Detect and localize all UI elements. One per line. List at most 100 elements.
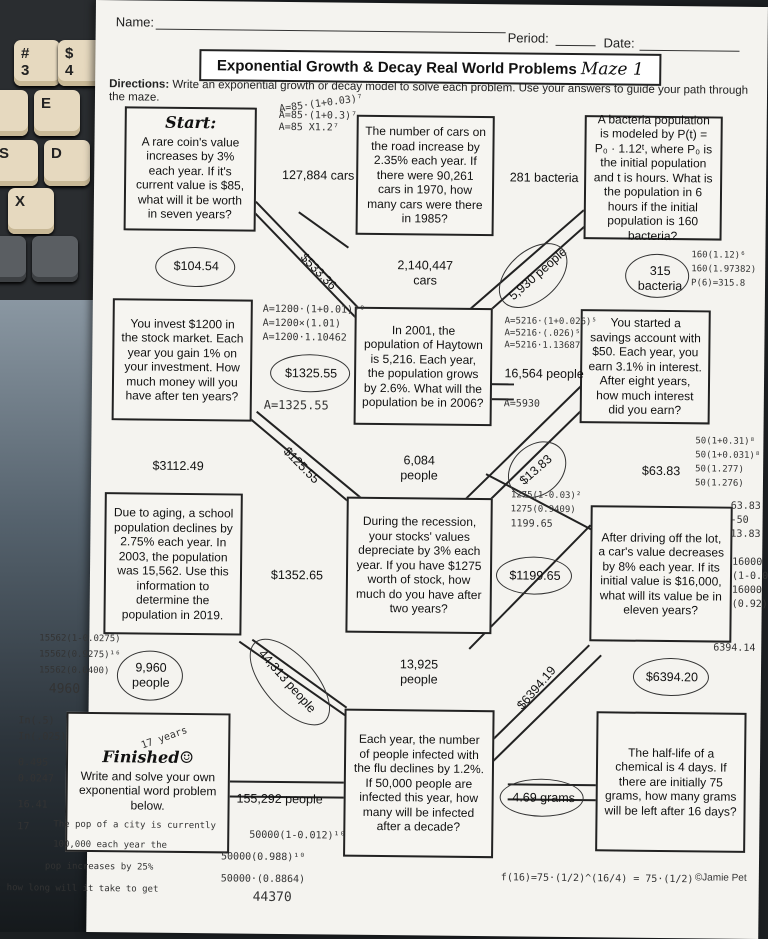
stock-market-problem: You invest $1200 in the stock market. Ea… bbox=[121, 315, 244, 404]
handwritten-note: 17 bbox=[17, 821, 30, 833]
handwritten-note: P(6)=315.8 bbox=[691, 278, 746, 289]
handwritten-note: 15562(0.9275)¹⁶ bbox=[39, 649, 121, 661]
stock-market-box: You invest $1200 in the stock market. Ea… bbox=[111, 298, 253, 422]
handwritten-note: 16.41 bbox=[17, 799, 48, 811]
handwritten-note: 0.0247 bbox=[17, 773, 55, 785]
answer-155292: 155,292 people bbox=[236, 791, 323, 807]
key bbox=[0, 236, 26, 282]
circle-mark bbox=[155, 246, 236, 288]
car-value-problem: After driving off the lot, a car's value… bbox=[598, 529, 725, 618]
connector bbox=[298, 211, 350, 249]
finish-prompt: Write and solve your own exponential wor… bbox=[78, 768, 217, 813]
answer-3112-49: $3112.49 bbox=[152, 458, 204, 474]
handwritten-note: 15562(1-0.0275) bbox=[39, 633, 121, 645]
connector bbox=[460, 384, 583, 505]
handwritten-note: 13.83 bbox=[730, 528, 761, 540]
handwritten-note: 50(1.276) bbox=[694, 478, 744, 489]
school-population-box: Due to aging, a school population declin… bbox=[103, 492, 243, 636]
handwritten-note: 50000(1-0.012)¹⁰ bbox=[249, 829, 346, 842]
handwritten-note: (0.92) bbox=[731, 598, 768, 611]
answer-1352-65: $1352.65 bbox=[270, 567, 324, 583]
handwritten-note: 1275(0.9409) bbox=[510, 504, 576, 516]
handwritten-note: In(.025) bbox=[18, 731, 67, 743]
worksheet: Name: Period: Date: Exponential Growth &… bbox=[7, 0, 768, 939]
handwritten-note: 44370 bbox=[252, 889, 292, 906]
circle-mark bbox=[624, 253, 690, 299]
answer-13925: 13,925 people bbox=[399, 657, 439, 687]
handwritten-note: A=1200×(1.01) bbox=[262, 317, 341, 330]
handwritten-note: pop increases by 25% bbox=[44, 861, 154, 873]
handwritten-note: -50 bbox=[730, 514, 749, 526]
haytown-box: In 2001, the population of Haytown is 5,… bbox=[353, 306, 493, 427]
connector bbox=[241, 410, 357, 509]
handwritten-note: 1275(1-0.03)² bbox=[510, 490, 582, 502]
handwritten-note: 50000·(0.8864) bbox=[220, 873, 306, 886]
savings-box: You started a savings account with $50. … bbox=[579, 309, 711, 425]
savings-problem: You started a savings account with $50. … bbox=[588, 315, 702, 418]
circle-mark bbox=[495, 556, 573, 596]
handwritten-note: 50(1+0.31)⁸ bbox=[695, 436, 756, 447]
answer-63-83: $63.83 bbox=[641, 463, 681, 479]
key: D bbox=[44, 140, 90, 186]
connector bbox=[229, 795, 346, 799]
finish-title: Finished☺ bbox=[102, 747, 194, 768]
answer-6084: 6,084 people bbox=[400, 453, 438, 483]
handwritten-note: A=5216·(.026)⁵ bbox=[504, 328, 581, 340]
handwritten-note: 160(1.97382) bbox=[691, 264, 757, 275]
connector bbox=[238, 640, 350, 719]
handwritten-note: 15562(0.6400) bbox=[38, 665, 110, 677]
car-value-box: After driving off the lot, a car's value… bbox=[589, 505, 733, 643]
haytown-problem: In 2001, the population of Haytown is 5,… bbox=[361, 322, 484, 411]
circle-mark bbox=[269, 353, 351, 393]
handwritten-note: The pop of a city is currently bbox=[53, 819, 216, 832]
handwritten-note: 50(1.277) bbox=[695, 464, 744, 475]
finish-box: Finished☺ Write and solve your own expon… bbox=[65, 711, 231, 854]
flu-box: Each year, the number of people infected… bbox=[343, 708, 495, 859]
recession-box: During the recession, your stocks' value… bbox=[345, 496, 493, 635]
handwritten-note: A=1200·1.10462 bbox=[262, 331, 347, 344]
answer-281: 281 bacteria bbox=[509, 170, 579, 186]
connector bbox=[479, 654, 602, 775]
recession-problem: During the recession, your stocks' value… bbox=[356, 514, 482, 616]
answer-2140447: 2,140,447 cars bbox=[397, 258, 454, 288]
handwritten-note: 50(1+0.031)⁸ bbox=[695, 450, 761, 461]
key: #3 bbox=[14, 40, 60, 86]
handwritten-note: 4960 bbox=[48, 681, 81, 697]
connector bbox=[229, 780, 346, 784]
handwritten-note: how long will it take to get bbox=[6, 883, 159, 895]
handwritten-note: A=85·(1+0.3)⁷ bbox=[278, 109, 358, 122]
key: E bbox=[34, 90, 80, 136]
handwritten-note: A=5930 bbox=[503, 398, 540, 410]
connector bbox=[243, 200, 372, 334]
handwritten-note: 0.495 bbox=[17, 757, 49, 769]
answer-16564: 16,564 people bbox=[504, 366, 584, 382]
handwritten-note: A=85 X1.2⁷ bbox=[278, 121, 339, 134]
handwritten-note: A=1200·(1+0.01)¹⁰ bbox=[262, 303, 366, 316]
key: T bbox=[0, 90, 28, 136]
handwritten-note: A=5216·(1+0.026)⁵ bbox=[504, 316, 597, 328]
flu-problem: Each year, the number of people infected… bbox=[353, 732, 485, 835]
bacteria-problem-box: A bacteria population is modeled by P(t)… bbox=[583, 112, 723, 243]
start-box: Start: A rare coin's value increases by … bbox=[123, 106, 257, 232]
start-title: Start: bbox=[165, 112, 217, 133]
school-problem: Due to aging, a school population declin… bbox=[113, 505, 234, 622]
key: S bbox=[0, 140, 38, 186]
bacteria-problem: A bacteria population is modeled by P(t)… bbox=[593, 112, 713, 243]
connector bbox=[472, 396, 596, 517]
handwritten-note: 6394.14 bbox=[713, 642, 756, 654]
handwritten-note: 1199.65 bbox=[510, 518, 553, 530]
handwritten-note: 50000(0.988)¹⁰ bbox=[220, 851, 306, 864]
circle-mark bbox=[499, 778, 584, 818]
handwritten-note: In(.5) bbox=[18, 715, 55, 727]
cars-problem-box: The number of cars on the road increase … bbox=[355, 114, 495, 237]
circle-mark bbox=[632, 657, 710, 697]
handwritten-note: A=1325.55 bbox=[263, 397, 329, 413]
handwritten-note: 63.83 bbox=[730, 500, 761, 512]
connector bbox=[251, 638, 348, 709]
connector bbox=[256, 410, 362, 499]
handwritten-note: f(16)=75·(1/2)^(16/4) = 75·(1/2) bbox=[500, 872, 694, 886]
circle-mark bbox=[116, 650, 184, 701]
half-life-box: The half-life of a chemical is 4 days. I… bbox=[595, 711, 747, 853]
handwritten-note: (1-0.08) bbox=[731, 570, 768, 583]
handwritten-note: 16000 bbox=[732, 556, 763, 569]
